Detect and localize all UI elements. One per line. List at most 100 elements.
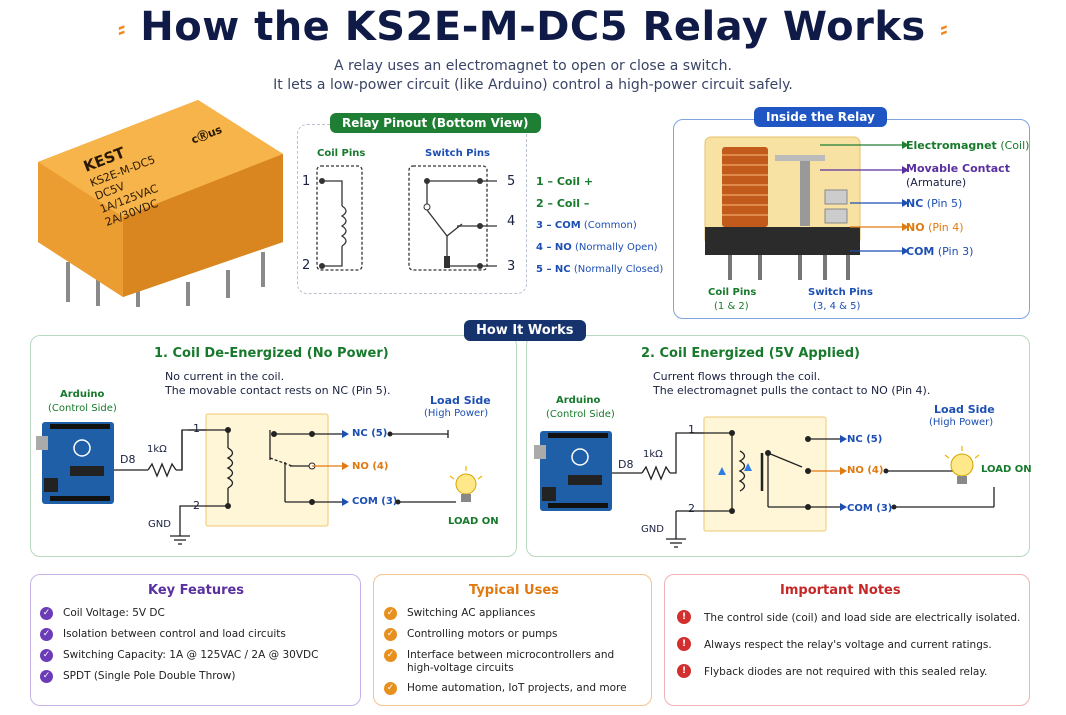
important-notes-title: Important Notes: [780, 583, 901, 598]
check-icon: ✓: [40, 628, 53, 641]
warning-icon: !: [677, 637, 691, 651]
warning-icon: !: [677, 610, 691, 624]
check-icon: ✓: [384, 628, 397, 641]
key-feature-3: Switching Capacity: 1A @ 125VAC / 2A @ 3…: [63, 649, 319, 661]
left-circuit: [36, 413, 483, 545]
inside-nc-label: NC: [906, 197, 924, 210]
inside-nc-pin: (Pin 5): [926, 197, 963, 210]
left-load-on: LOAD ON: [448, 516, 499, 527]
left-no: NO (4): [352, 461, 389, 472]
check-icon: ✓: [40, 649, 53, 662]
right-resistor: 1kΩ: [643, 449, 663, 460]
inside-com-pin: (Pin 3): [937, 245, 974, 258]
typical-use-1: Switching AC appliances: [407, 607, 536, 619]
right-nc: NC (5): [847, 434, 883, 445]
inside-switch-pins-nums: (3, 4 & 5): [813, 301, 861, 312]
right-load-on: LOAD ON: [981, 464, 1032, 475]
inside-no-label: NO: [906, 221, 925, 234]
left-desc1: No current in the coil.: [165, 370, 285, 383]
inside-coil-pins-nums: (1 & 2): [714, 301, 749, 312]
right-d8: D8: [618, 458, 634, 471]
spark-right-icon: ⸗: [940, 17, 949, 42]
arduino-board-left: [36, 422, 114, 504]
right-control-side: (Control Side): [546, 409, 615, 420]
typical-uses-title: Typical Uses: [469, 583, 559, 598]
left-resistor: 1kΩ: [147, 444, 167, 455]
how-it-works-title: How It Works: [464, 320, 586, 341]
key-feature-4: SPDT (Single Pole Double Throw): [63, 670, 236, 682]
left-gnd: GND: [148, 519, 171, 530]
inside-com-label: COM: [906, 245, 935, 258]
right-gnd: GND: [641, 524, 664, 535]
check-icon: ✓: [40, 670, 53, 683]
important-notes-box: [664, 574, 1030, 706]
pinout-pin2: 2: [302, 258, 311, 273]
typical-use-4: Home automation, IoT projects, and more: [407, 682, 627, 694]
left-d8: D8: [120, 453, 136, 466]
pin-legend-1: 1 – Coil +: [536, 175, 594, 188]
typical-use-2: Controlling motors or pumps: [407, 628, 558, 640]
check-icon: ✓: [384, 682, 397, 695]
pinout-pin3: 3: [507, 259, 516, 274]
left-com: COM (3): [352, 496, 398, 507]
left-high-power: (High Power): [424, 408, 489, 419]
inside-switch-pins-label: Switch Pins: [808, 287, 874, 298]
spark-left-icon: ⸗: [117, 17, 126, 42]
right-pin1: 1: [688, 423, 695, 436]
right-heading: 2. Coil Energized (5V Applied): [641, 346, 860, 361]
pinout-switch-pins-label: Switch Pins: [425, 148, 491, 159]
pinout-pin1: 1: [302, 174, 311, 189]
right-desc2: The electromagnet pulls the contact to N…: [653, 384, 931, 397]
how-left-box: [30, 335, 517, 557]
left-heading: 1. Coil De-Energized (No Power): [154, 346, 389, 361]
right-desc1: Current flows through the coil.: [653, 370, 821, 383]
right-com: COM (3): [847, 503, 893, 514]
relay-interior-photo: [704, 136, 861, 280]
key-feature-2: Isolation between control and load circu…: [63, 628, 286, 640]
right-no: NO (4): [847, 465, 884, 476]
how-right-box: [526, 335, 1030, 557]
inside-no-pin: (Pin 4): [928, 221, 964, 234]
pinout-coil-pins-label: Coil Pins: [317, 148, 366, 159]
key-features-box: [30, 574, 361, 706]
pin-legend-4: 4 – NO: [536, 242, 572, 253]
note-2: Always respect the relay's voltage and c…: [704, 639, 992, 651]
page-title: ⸗ How the KS2E-M-DC5 Relay Works ⸗: [117, 4, 949, 50]
key-feature-1: Coil Voltage: 5V DC: [63, 607, 165, 619]
pinout-schematic: [316, 165, 497, 271]
arduino-board-right: [534, 431, 612, 511]
pin-legend-3: 3 – COM: [536, 220, 581, 231]
pinout-title: Relay Pinout (Bottom View): [330, 113, 541, 133]
pinout-pin4: 4: [507, 214, 516, 229]
inside-movable-label: Movable Contact: [906, 162, 1010, 175]
note-1: The control side (coil) and load side ar…: [704, 612, 1021, 624]
pinout-pin5: 5: [507, 174, 516, 189]
pin-legend-5-extra: (Normally Closed): [573, 264, 664, 275]
bulb-icon-right: [944, 446, 980, 484]
right-arduino-label: Arduino: [556, 395, 601, 406]
right-pin2: 2: [688, 502, 695, 515]
subtitle-line1: A relay uses an electromagnet to open or…: [334, 58, 732, 74]
bulb-icon-left: [449, 466, 483, 502]
right-circuit: [534, 416, 995, 548]
subtitle-line2: It lets a low-power circuit (like Arduin…: [273, 77, 793, 93]
left-nc: NC (5): [352, 428, 388, 439]
inside-armature-label: (Armature): [906, 176, 967, 189]
left-load-side: Load Side: [430, 394, 491, 407]
warning-icon: !: [677, 664, 691, 678]
relay-photo: KEST KS2E-M-DC5 DC5V 1A/125VAC 2A/30VDC …: [38, 100, 283, 307]
pin-legend-3-extra: (Common): [583, 220, 637, 231]
right-load-side: Load Side: [934, 403, 995, 416]
pin-legend-2: 2 – Coil –: [536, 197, 590, 210]
inside-relay-title: Inside the Relay: [754, 107, 887, 127]
typical-use-3b: high-voltage circuits: [407, 662, 514, 674]
check-icon: ✓: [384, 649, 397, 662]
left-pin1: 1: [193, 422, 200, 435]
inside-relay-arrows: [820, 141, 909, 255]
key-features-title: Key Features: [148, 583, 245, 598]
right-high-power: (High Power): [929, 417, 994, 428]
check-icon: ✓: [40, 607, 53, 620]
note-3: Flyback diodes are not required with thi…: [704, 666, 988, 678]
inside-electromagnet-label: Electromagnet: [906, 139, 997, 152]
pin-legend-4-extra: (Normally Open): [574, 242, 658, 253]
